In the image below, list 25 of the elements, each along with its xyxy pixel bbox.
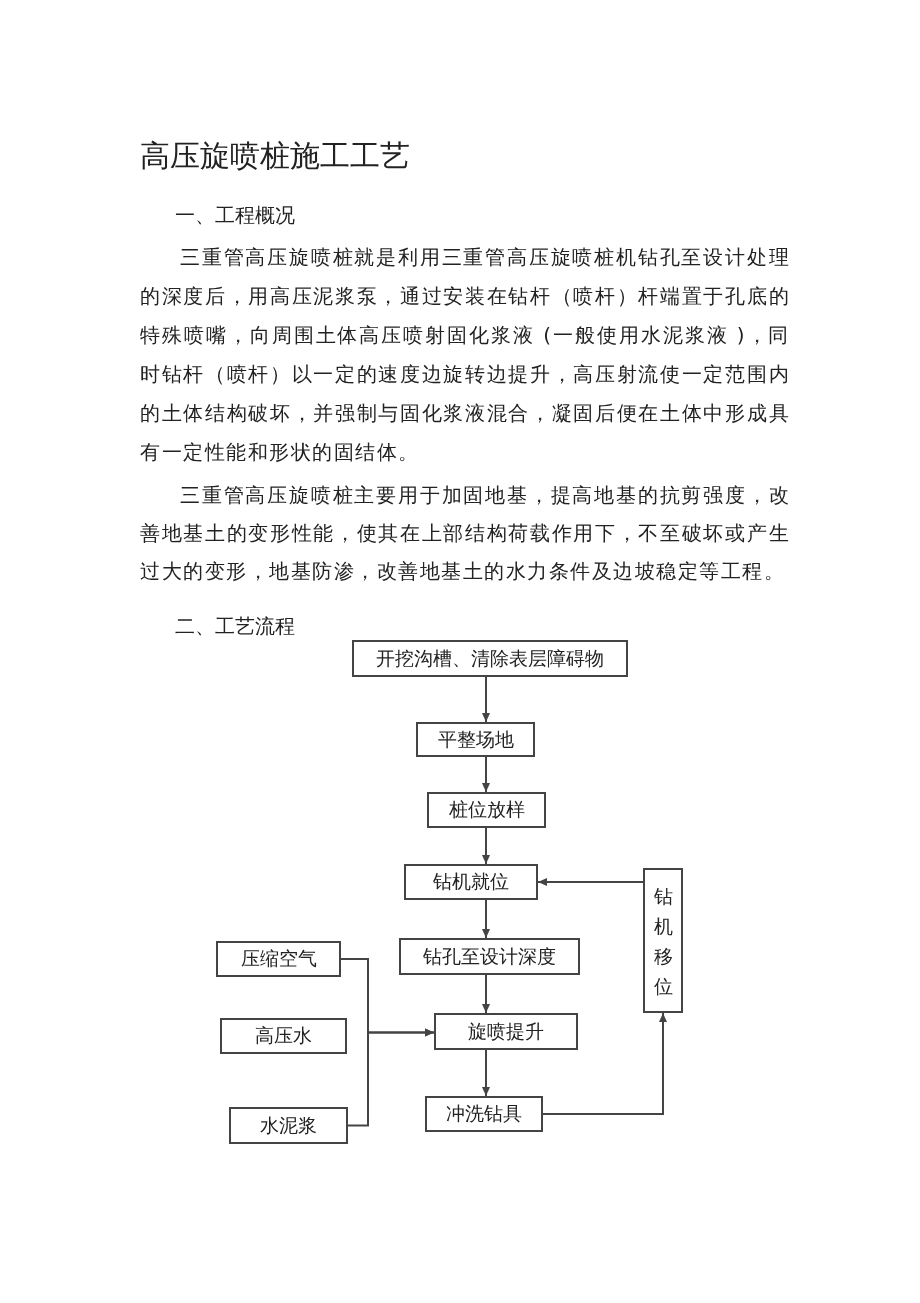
process-box: 钻机移位 <box>643 868 683 1013</box>
arrow <box>482 974 490 1014</box>
arrow <box>537 878 644 886</box>
process-box: 旋喷提升 <box>434 1013 578 1050</box>
arrow <box>482 676 490 723</box>
process-box: 开挖沟槽、清除表层障碍物 <box>352 640 628 677</box>
process-box: 平整场地 <box>416 722 535 757</box>
section-heading: 二、工艺流程 <box>175 613 295 640</box>
process-box: 压缩空气 <box>216 941 341 977</box>
title: 高压旋喷桩施工工艺 <box>140 137 410 175</box>
paragraph: 三重管高压旋喷桩就是利用三重管高压旋喷桩机钻孔至设计处理的深度后，用高压泥浆泵，通过安装在钻杆（喷杆）杆端置于孔底的特殊喷嘴，向周围土体高压喷射固化浆液 (一般使用水泥浆液 )，同时钻杆（喷杆）以一定的速度边旋转边提升，高压射流使一定范围内的土体结构破坏，并强制与固化浆液混合，凝固后便在土体中形成具有一定性能和形状的固结体。 <box>140 244 790 466</box>
arrow <box>482 1049 490 1097</box>
paragraph: 三重管高压旋喷桩主要用于加固地基，提高地基的抗剪强度，改善地基土的变形性能，使其在上部结构荷载作用下，不至破坏或产生过大的变形，地基防渗，改善地基土的水力条件及边坡稳定等工程。 <box>140 482 790 585</box>
section-heading: 一、工程概况 <box>175 202 295 229</box>
arrow <box>482 899 490 939</box>
process-box: 冲洗钻具 <box>425 1096 543 1132</box>
process-box: 桩位放样 <box>427 792 546 828</box>
arrow <box>542 1012 667 1115</box>
process-box: 水泥浆 <box>229 1107 348 1144</box>
process-box: 高压水 <box>220 1018 347 1054</box>
arrow <box>482 756 490 793</box>
process-box: 钻孔至设计深度 <box>399 938 580 975</box>
arrow <box>482 827 490 865</box>
arrow <box>347 1028 435 1127</box>
process-box: 钻机就位 <box>404 864 538 900</box>
